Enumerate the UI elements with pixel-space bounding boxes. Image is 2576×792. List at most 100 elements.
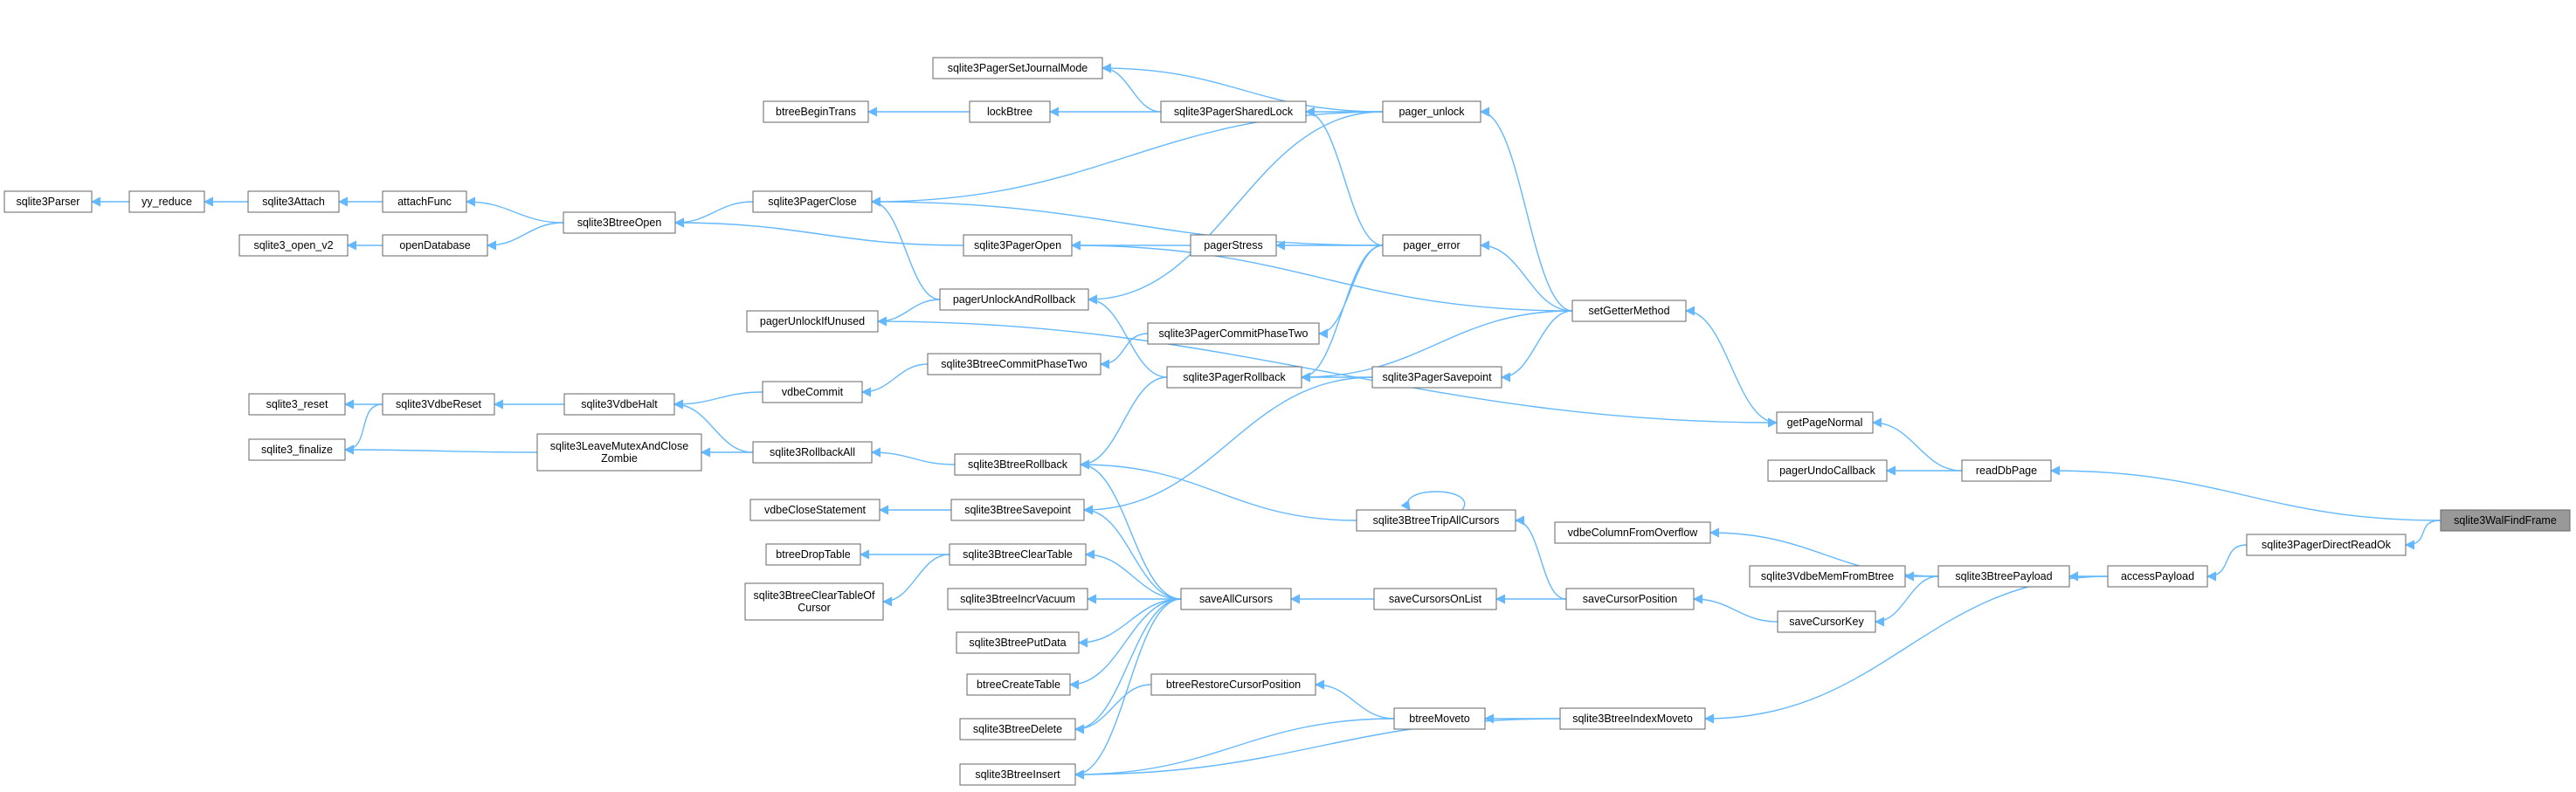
node-sqlite3-btree-delete[interactable]: sqlite3BtreeDelete xyxy=(959,718,1076,740)
node-sqlite3-wal-find-frame[interactable]: sqlite3WalFindFrame xyxy=(2440,509,2571,532)
node-sqlite3-vdbe-mem-from-btree[interactable]: sqlite3VdbeMemFromBtree xyxy=(1749,565,1906,588)
node-sqlite3-pager-commit-phase-two[interactable]: sqlite3PagerCommitPhaseTwo xyxy=(1147,322,1320,345)
node-attach-func[interactable]: attachFunc xyxy=(382,190,467,213)
node-box xyxy=(1190,234,1277,257)
edge-sqlite3-btree-trip-all-cursors-to-sqlite3-btree-trip-all-cursors xyxy=(1400,491,1466,511)
node-vdbe-column-from-overflow[interactable]: vdbeColumnFromOverflow xyxy=(1554,521,1711,544)
node-box xyxy=(238,234,349,257)
node-save-cursor-key[interactable]: saveCursorKey xyxy=(1777,610,1876,633)
node-box xyxy=(247,190,340,213)
node-pager-unlock-and-rollback[interactable]: pagerUnlockAndRollback xyxy=(939,288,1089,311)
edge-sqlite3-pager-close-to-pager-unlock xyxy=(870,111,1384,207)
node-sqlite3-btree-savepoint[interactable]: sqlite3BtreeSavepoint xyxy=(950,499,1085,521)
edge-btree-restore-cursor-position-to-btree-moveto xyxy=(1314,679,1395,720)
node-sqlite3-btree-trip-all-cursors[interactable]: sqlite3BtreeTripAllCursors xyxy=(1356,509,1516,532)
node-sqlite3-attach[interactable]: sqlite3Attach xyxy=(247,190,340,213)
node-save-cursors-on-list[interactable]: saveCursorsOnList xyxy=(1373,588,1497,610)
node-set-getter-method[interactable]: setGetterMethod xyxy=(1571,300,1687,322)
node-sqlite3-pager-set-journal-mode[interactable]: sqlite3PagerSetJournalMode xyxy=(932,57,1103,79)
node-label: sqlite3BtreeDelete xyxy=(973,723,1062,735)
node-sqlite3-vdbe-halt[interactable]: sqlite3VdbeHalt xyxy=(563,393,675,416)
node-box xyxy=(1937,565,2070,588)
node-sqlite3-pager-savepoint[interactable]: sqlite3PagerSavepoint xyxy=(1371,366,1502,389)
node-sqlite3-pager-shared-lock[interactable]: sqlite3PagerSharedLock xyxy=(1160,100,1307,123)
node-sqlite3-btree-commit-phase-two[interactable]: sqlite3BtreeCommitPhaseTwo xyxy=(927,353,1102,375)
edge-get-page-normal-to-read-db-page xyxy=(1871,417,1963,472)
node-sqlite3-btree-payload[interactable]: sqlite3BtreePayload xyxy=(1937,565,2070,588)
node-btree-begin-trans[interactable]: btreeBeginTrans xyxy=(763,100,869,123)
node-sqlite3-reset[interactable]: sqlite3_reset xyxy=(248,393,346,416)
node-box xyxy=(744,582,884,621)
node-pager-error[interactable]: pager_error xyxy=(1382,234,1481,257)
node-read-db-page[interactable]: readDbPage xyxy=(1961,459,2052,482)
node-label: pagerStress xyxy=(1204,239,1262,251)
edge-access-payload-to-sqlite3-pager-direct-read-ok xyxy=(2206,544,2248,582)
edge-sqlite3-btree-savepoint-to-sqlite3-pager-savepoint xyxy=(1082,376,1373,515)
edge-sqlite3-btree-rollback-to-sqlite3-pager-rollback xyxy=(1079,376,1168,470)
node-btree-restore-cursor-position[interactable]: btreeRestoreCursorPosition xyxy=(1150,673,1316,696)
edge-attach-func-to-sqlite3-btree-open xyxy=(465,196,564,224)
node-sqlite3-btree-incr-vacuum[interactable]: sqlite3BtreeIncrVacuum xyxy=(947,588,1088,610)
node-label: sqlite3PagerOpen xyxy=(974,239,1061,251)
node-label: sqlite3LeaveMutexAndClose xyxy=(550,440,688,452)
node-sqlite3-pager-open[interactable]: sqlite3PagerOpen xyxy=(963,234,1073,257)
node-yy-reduce[interactable]: yy_reduce xyxy=(128,190,205,213)
node-label: btreeCreateTable xyxy=(977,678,1060,691)
node-pager-unlock[interactable]: pager_unlock xyxy=(1382,100,1481,123)
node-box xyxy=(563,211,676,234)
node-vdbe-commit[interactable]: vdbeCommit xyxy=(762,381,863,403)
node-box xyxy=(746,310,879,333)
node-box xyxy=(749,499,881,521)
edge-sqlite3-btree-delete-to-btree-restore-cursor-position xyxy=(1074,684,1152,734)
node-box xyxy=(1767,459,1888,482)
node-box xyxy=(939,288,1089,311)
node-sqlite3-btree-open[interactable]: sqlite3BtreeOpen xyxy=(563,211,676,234)
node-label: sqlite3BtreeClearTable xyxy=(963,548,1073,561)
node-btree-drop-table[interactable]: btreeDropTable xyxy=(765,543,861,566)
node-pager-unlock-if-unused[interactable]: pagerUnlockIfUnused xyxy=(746,310,879,333)
node-btree-create-table[interactable]: btreeCreateTable xyxy=(966,673,1071,696)
node-box xyxy=(1565,588,1695,610)
node-vdbe-close-statement[interactable]: vdbeCloseStatement xyxy=(749,499,881,521)
node-sqlite3-finalize[interactable]: sqlite3_finalize xyxy=(248,438,346,461)
node-sqlite3-btree-index-moveto[interactable]: sqlite3BtreeIndexMoveto xyxy=(1559,707,1706,730)
node-access-payload[interactable]: accessPayload xyxy=(2107,565,2208,588)
edge-set-getter-method-to-get-page-normal xyxy=(1684,306,1778,424)
node-label: getPageNormal xyxy=(1787,417,1863,429)
node-open-database[interactable]: openDatabase xyxy=(382,234,488,257)
node-sqlite3-pager-rollback[interactable]: sqlite3PagerRollback xyxy=(1166,366,1302,389)
node-save-all-cursors[interactable]: saveAllCursors xyxy=(1180,588,1292,610)
node-sqlite3-pager-close[interactable]: sqlite3PagerClose xyxy=(752,190,873,213)
node-box xyxy=(1571,300,1687,322)
edge-sqlite3-btree-savepoint-to-save-all-cursors xyxy=(1082,505,1182,600)
node-label: vdbeColumnFromOverflow xyxy=(1568,527,1699,539)
edge-open-database-to-sqlite3-btree-open xyxy=(486,222,564,251)
node-sqlite3-rollback-all[interactable]: sqlite3RollbackAll xyxy=(752,441,873,464)
node-pager-undo-callback[interactable]: pagerUndoCallback xyxy=(1767,459,1888,482)
node-box xyxy=(1559,707,1706,730)
node-save-cursor-position[interactable]: saveCursorPosition xyxy=(1565,588,1695,610)
node-sqlite3-btree-put-data[interactable]: sqlite3BtreePutData xyxy=(956,631,1080,654)
node-box xyxy=(963,234,1073,257)
node-get-page-normal[interactable]: getPageNormal xyxy=(1776,411,1874,434)
node-label: sqlite3PagerCommitPhaseTwo xyxy=(1159,327,1309,340)
edge-sqlite3-btree-insert-to-sqlite3-btree-index-moveto xyxy=(1074,718,1561,780)
node-btree-moveto[interactable]: btreeMoveto xyxy=(1393,707,1486,730)
node-sqlite3-btree-clear-table[interactable]: sqlite3BtreeClearTable xyxy=(949,543,1087,566)
node-sqlite3-open-v2[interactable]: sqlite3_open_v2 xyxy=(238,234,349,257)
node-sqlite3-btree-rollback[interactable]: sqlite3BtreeRollback xyxy=(954,453,1081,476)
edge-sqlite3-vdbe-halt-to-vdbe-commit xyxy=(673,391,763,410)
node-sqlite3-btree-insert[interactable]: sqlite3BtreeInsert xyxy=(959,763,1076,786)
node-box xyxy=(248,438,346,461)
node-box xyxy=(956,631,1080,654)
node-lock-btree[interactable]: lockBtree xyxy=(969,100,1051,123)
node-pager-stress[interactable]: pagerStress xyxy=(1190,234,1277,257)
node-sqlite3-pager-direct-read-ok[interactable]: sqlite3PagerDirectReadOk xyxy=(2246,534,2407,556)
node-label: sqlite3BtreeClearTableOf xyxy=(754,589,875,602)
node-box xyxy=(1147,322,1320,345)
node-sqlite3-vdbe-reset[interactable]: sqlite3VdbeReset xyxy=(382,393,495,416)
node-sqlite3-parser[interactable]: sqlite3Parser xyxy=(3,190,93,213)
node-label: sqlite3BtreePutData xyxy=(969,637,1066,649)
